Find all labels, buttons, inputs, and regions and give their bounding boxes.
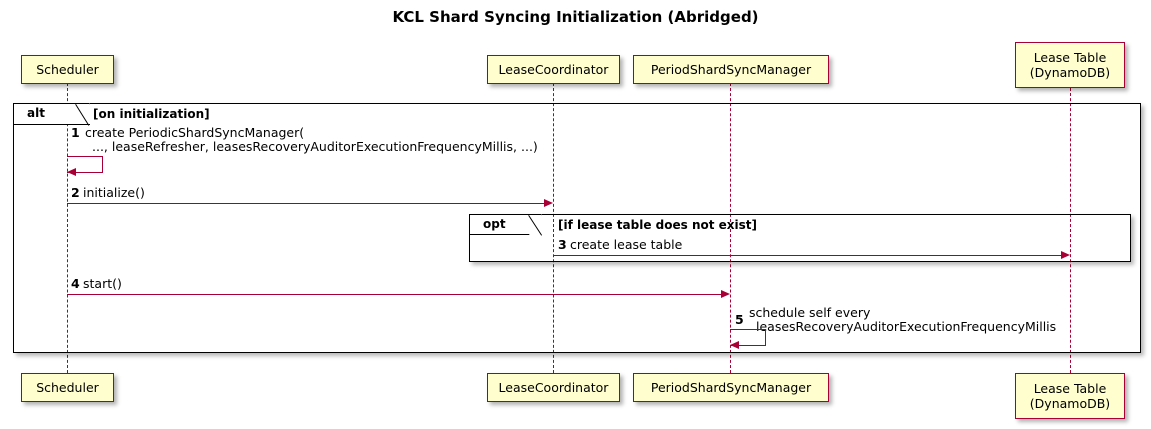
participant-scheduler-top-label: Scheduler — [36, 61, 99, 77]
message-1-number: 1 — [71, 125, 80, 140]
message-4-line — [67, 294, 721, 295]
fragment-alt-on-initialization — [13, 103, 1141, 353]
participant-leasetable-bottom-label-1: Lease Table — [1033, 380, 1107, 396]
lifeline-leasecoordinator — [553, 83, 554, 373]
message-5-text: 5 — [735, 313, 744, 327]
participant-leasetable-bottom[interactable]: Lease Table (DynamoDB) — [1015, 373, 1125, 419]
message-2-text: 2 — [71, 186, 80, 200]
message-4-label: start() — [83, 276, 122, 291]
participant-periodshardsyncmanager-top-label: PeriodShardSyncManager — [650, 61, 812, 77]
participant-leasecoordinator-bottom[interactable]: LeaseCoordinator — [487, 373, 620, 402]
fragment-opt-operator: opt — [470, 214, 542, 235]
message-5-arrowhead — [730, 341, 739, 349]
participant-scheduler-bottom[interactable]: Scheduler — [21, 373, 114, 402]
message-4-arrowhead — [721, 290, 730, 298]
participant-leasecoordinator-top-label: LeaseCoordinator — [498, 61, 609, 77]
participant-leasetable-top-label-2: (DynamoDB) — [1029, 65, 1111, 80]
message-5-self-loop — [730, 329, 766, 346]
lifeline-periodshardsyncmanager — [730, 83, 731, 373]
message-3-number: 3 — [558, 237, 567, 252]
message-4-text: 4 — [71, 277, 80, 291]
fragment-alt-operator: alt — [14, 103, 90, 125]
participant-leasecoordinator-bottom-label: LeaseCoordinator — [498, 379, 609, 395]
message-3-arrowhead — [1061, 251, 1070, 259]
participant-leasetable-top[interactable]: Lease Table (DynamoDB) — [1015, 42, 1125, 88]
message-3-label: create lease table — [570, 237, 683, 252]
fragment-opt-guard: [if lease table does not exist] — [558, 218, 758, 232]
fragment-alt-guard: [on initialization] — [93, 107, 210, 121]
message-1-line-2: ..., leaseRefresher, leasesRecoveryAudit… — [92, 139, 538, 154]
participant-leasecoordinator-top[interactable]: LeaseCoordinator — [487, 55, 620, 84]
message-3-line — [553, 255, 1061, 256]
message-2-label: initialize() — [83, 185, 145, 200]
message-4-number: 4 — [71, 276, 80, 291]
lifeline-scheduler — [67, 83, 68, 373]
participant-leasetable-bottom-label-2: (DynamoDB) — [1029, 396, 1111, 411]
message-2-line — [67, 203, 544, 204]
participant-periodshardsyncmanager-top[interactable]: PeriodShardSyncManager — [633, 55, 829, 84]
message-1-self-loop — [67, 156, 103, 173]
fragment-opt-lease-table — [469, 214, 1131, 262]
message-3-text: 3 — [558, 238, 567, 252]
participant-scheduler-bottom-label: Scheduler — [36, 379, 99, 395]
message-5-number: 5 — [735, 312, 744, 327]
message-1-arrowhead — [67, 168, 76, 176]
participant-periodshardsyncmanager-bottom[interactable]: PeriodShardSyncManager — [633, 373, 829, 402]
message-2-number: 2 — [71, 185, 80, 200]
message-2-arrowhead — [544, 199, 553, 207]
lifeline-leasetable — [1070, 88, 1071, 373]
message-5-line-2: leasesRecoveryAuditorExecutionFrequencyM… — [756, 319, 1057, 334]
message-1-line-1: create PeriodicShardSyncManager( — [85, 125, 305, 140]
diagram-title: KCL Shard Syncing Initialization (Abridg… — [392, 8, 759, 26]
participant-periodshardsyncmanager-bottom-label: PeriodShardSyncManager — [650, 379, 812, 395]
participant-leasetable-top-label-1: Lease Table — [1033, 49, 1107, 65]
participant-scheduler-top[interactable]: Scheduler — [21, 55, 114, 84]
message-5-line-1: schedule self every — [749, 305, 871, 320]
message-1-text: 1 — [71, 126, 80, 140]
